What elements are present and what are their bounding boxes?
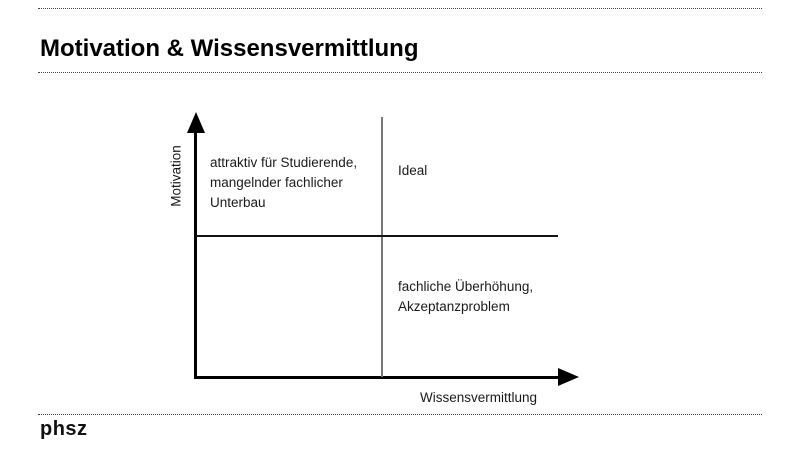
y-axis-arrowhead-icon [187,112,205,133]
horizontal-divider-line [196,235,558,237]
slide-title: Motivation & Wissensvermittlung [40,35,419,63]
top-rule [38,8,762,9]
y-axis-line [194,131,197,379]
x-axis-line [194,376,560,379]
footer-rule [38,414,762,415]
phsz-logo: phsz [40,418,88,440]
x-axis-label: Wissensvermittlung [420,390,538,405]
vertical-divider-line [381,117,383,377]
y-axis-label: Motivation [168,145,184,207]
quadrant-bottom-right-label: fachliche Überhöhung, Akzeptanzproblem [398,279,534,314]
quadrant-top-right-label: Ideal [398,163,428,178]
header-rule [38,72,762,73]
quadrant-top-left-label: attraktiv für Studierende, mangelnder fa… [210,155,358,210]
x-axis-arrowhead-icon [558,368,579,386]
